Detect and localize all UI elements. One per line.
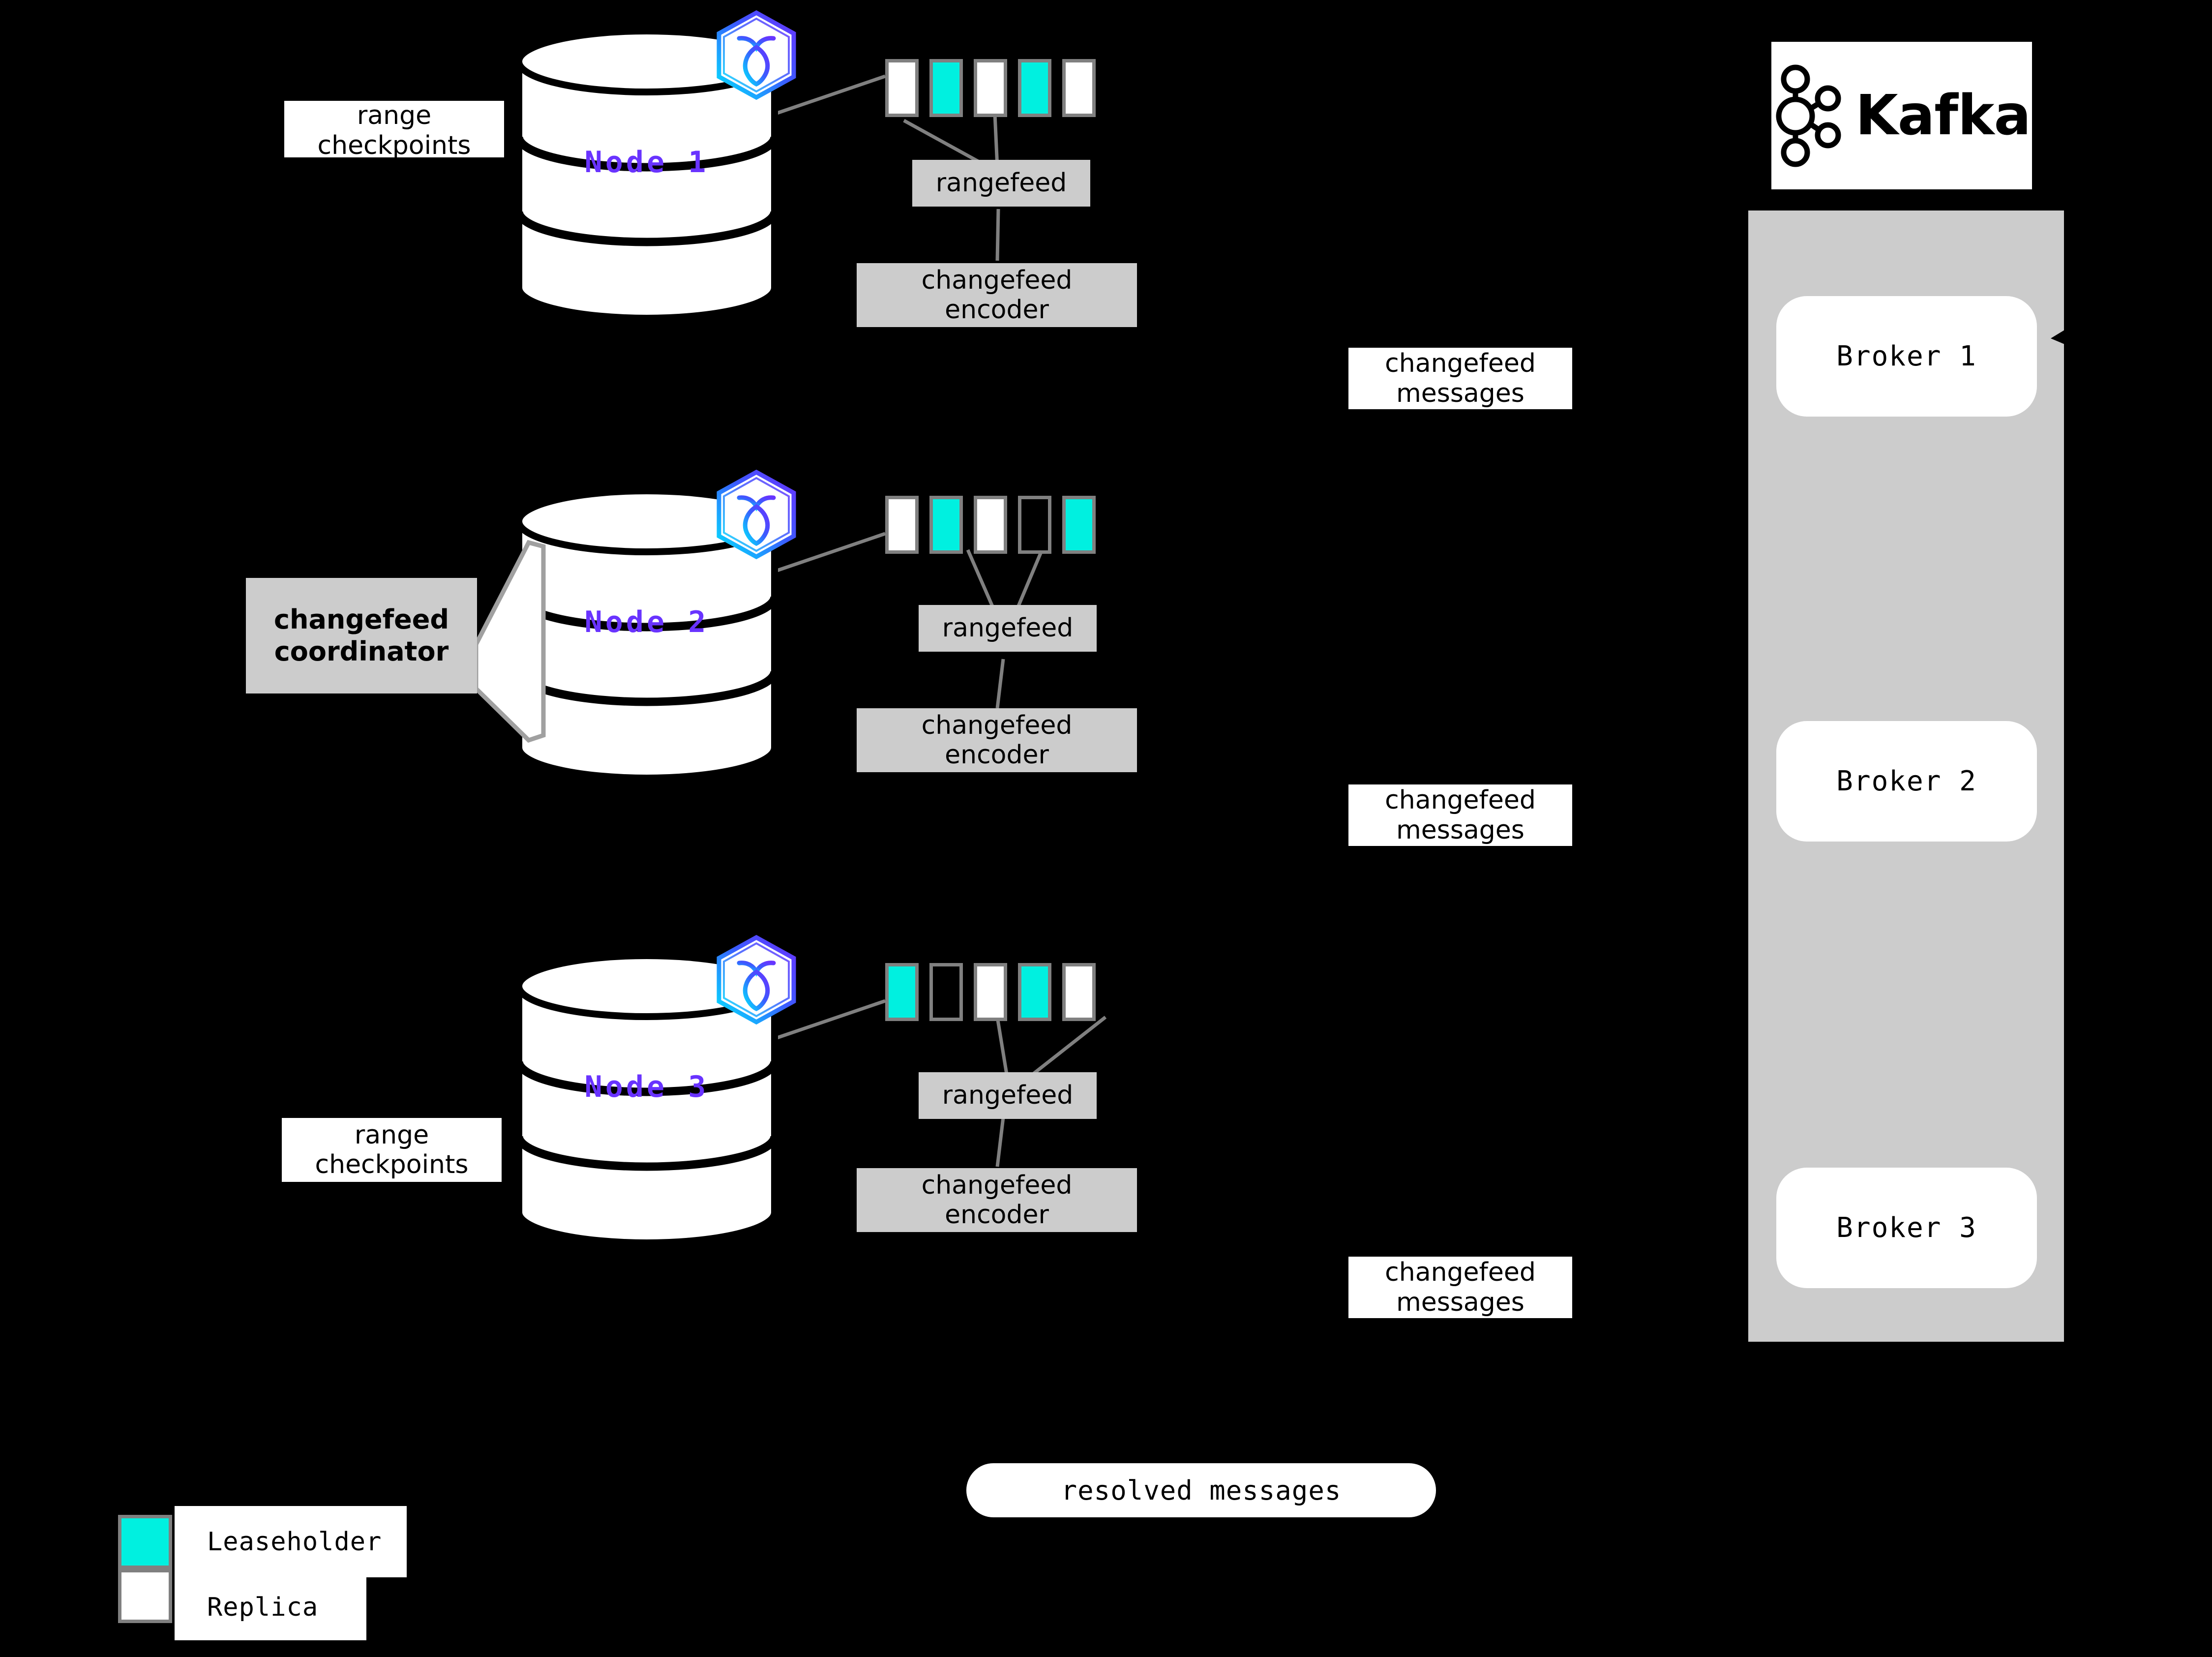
label-line: changefeed — [1385, 785, 1536, 815]
rangefeed-label: rangefeed — [935, 168, 1067, 198]
coordinator-label-line: changefeed — [273, 603, 449, 635]
legend-text: Replica — [207, 1592, 319, 1622]
changefeed-encoder-box-1[interactable]: changefeed encoder — [857, 263, 1137, 327]
legend-label-leaseholder: Leaseholder — [175, 1506, 407, 1577]
broker-box-3[interactable]: Broker 3 — [1776, 1168, 2037, 1288]
range-box[interactable] — [885, 59, 919, 117]
node-cylinder-3: Node 3 — [514, 952, 779, 1249]
encoder-label-line: changefeed — [921, 265, 1073, 295]
resolved-messages-pill[interactable]: resolved messages — [966, 1463, 1436, 1517]
range-box[interactable] — [929, 59, 963, 117]
encoder-label-line: encoder — [945, 740, 1049, 770]
label-line: range — [354, 1120, 429, 1150]
node-cylinder-2: Node 2 — [514, 487, 779, 784]
range-box[interactable] — [885, 496, 919, 554]
rangefeed-label: rangefeed — [942, 1081, 1074, 1111]
label-line: checkpoints — [317, 130, 471, 158]
label-line: checkpoints — [315, 1150, 469, 1179]
range-box[interactable] — [1018, 496, 1051, 554]
range-box[interactable] — [1018, 59, 1051, 117]
changefeed-encoder-box-3[interactable]: changefeed encoder — [857, 1168, 1137, 1232]
cockroachdb-hexagon-icon — [712, 9, 801, 104]
range-row-node-3 — [885, 963, 1096, 1021]
broker-label: Broker 2 — [1836, 765, 1977, 797]
kafka-wordmark: Kafka — [1855, 84, 2031, 148]
node-label-3: Node 3 — [584, 1070, 709, 1104]
legend-swatch-leaseholder — [118, 1515, 172, 1569]
broker-label: Broker 1 — [1836, 340, 1977, 372]
label-line: changefeed — [1385, 1258, 1536, 1288]
range-row-node-2 — [885, 496, 1096, 554]
range-box[interactable] — [974, 963, 1007, 1021]
range-box[interactable] — [974, 59, 1007, 117]
changefeed-encoder-box-2[interactable]: changefeed encoder — [857, 708, 1137, 772]
broker-box-1[interactable]: Broker 1 — [1776, 296, 2037, 417]
node-cylinder-1: Node 1 — [514, 28, 779, 325]
kafka-logo-icon — [1776, 64, 1841, 167]
range-box[interactable] — [1062, 59, 1096, 117]
rangefeed-box-1[interactable]: rangefeed — [912, 160, 1090, 207]
encoder-label-line: changefeed — [921, 1170, 1073, 1200]
label-line: messages — [1396, 815, 1524, 845]
cockroachdb-hexagon-icon — [712, 468, 801, 564]
rangefeed-label: rangefeed — [942, 613, 1074, 643]
kafka-inbound-arrow-icon — [2051, 327, 2069, 346]
label-line: changefeed — [1385, 349, 1536, 379]
range-box[interactable] — [1018, 963, 1051, 1021]
rangefeed-box-3[interactable]: rangefeed — [919, 1072, 1097, 1119]
changefeed-messages-label-3: changefeed messages — [1348, 1257, 1572, 1318]
range-box[interactable] — [929, 496, 963, 554]
broker-box-2[interactable]: Broker 2 — [1776, 721, 2037, 842]
encoder-label-line: changefeed — [921, 710, 1073, 740]
coordinator-arrow-icon — [474, 540, 546, 743]
kafka-logo-box: Kafka — [1771, 42, 2032, 189]
label-line: messages — [1396, 1287, 1524, 1317]
range-box[interactable] — [974, 496, 1007, 554]
changefeed-coordinator-box[interactable]: changefeed coordinator — [246, 578, 477, 693]
changefeed-messages-label-1: changefeed messages — [1348, 348, 1572, 409]
encoder-label-line: encoder — [945, 295, 1049, 325]
rangefeed-box-2[interactable]: rangefeed — [919, 605, 1097, 652]
resolved-messages-label: resolved messages — [1061, 1475, 1342, 1506]
legend-swatch-replica — [118, 1569, 172, 1623]
broker-label: Broker 3 — [1836, 1212, 1977, 1244]
coordinator-label-line: coordinator — [274, 635, 449, 667]
range-box[interactable] — [929, 963, 963, 1021]
legend-label-replica: Replica — [175, 1574, 366, 1640]
range-box[interactable] — [1062, 963, 1096, 1021]
node-label-1: Node 1 — [584, 145, 709, 180]
range-checkpoints-label-3: range checkpoints — [282, 1118, 502, 1182]
range-checkpoints-label-1: range checkpoints — [284, 101, 504, 157]
encoder-label-line: encoder — [945, 1200, 1049, 1230]
range-box[interactable] — [885, 963, 919, 1021]
label-line: messages — [1396, 378, 1524, 408]
node-label-2: Node 2 — [584, 605, 709, 639]
changefeed-messages-label-2: changefeed messages — [1348, 784, 1572, 846]
label-line: range — [357, 101, 432, 131]
range-box[interactable] — [1062, 496, 1096, 554]
legend-text: Leaseholder — [207, 1527, 382, 1557]
range-row-node-1 — [885, 59, 1096, 117]
cockroachdb-hexagon-icon — [712, 934, 801, 1029]
